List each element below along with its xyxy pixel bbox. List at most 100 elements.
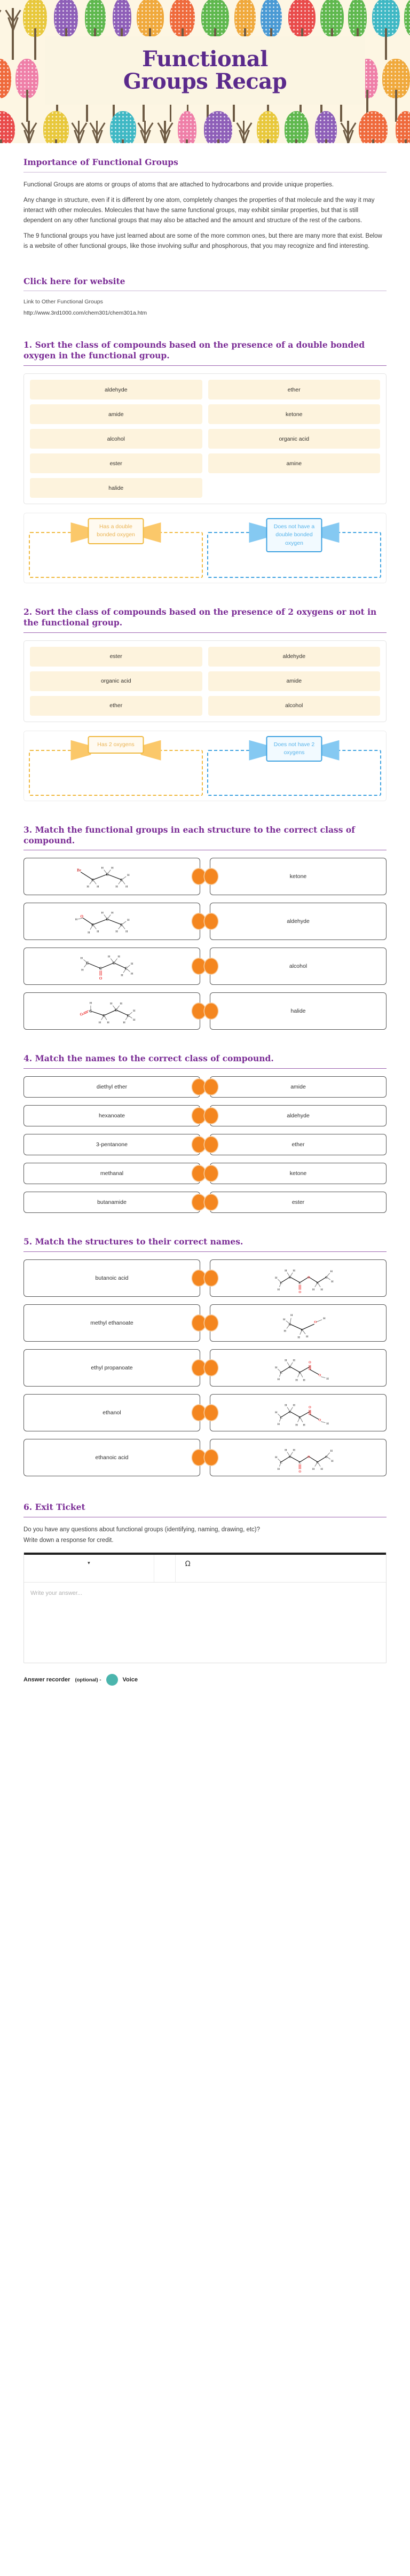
structure-card[interactable]: CCCOCCOHHHHHHHH	[204, 1439, 387, 1477]
sort-tile[interactable]: amide	[30, 404, 202, 425]
sort-tile[interactable]: organic acid	[30, 671, 202, 691]
q2-dropzone-no-2-oxygens[interactable]: Does not have 2 oxygens	[207, 735, 381, 796]
match-connector-dot[interactable]	[204, 1003, 218, 1019]
website-heading[interactable]: Click here for website	[23, 276, 125, 286]
sort-tile[interactable]: amine	[208, 453, 380, 474]
match-card[interactable]: methanal	[23, 1163, 206, 1185]
svg-text:H: H	[306, 1335, 309, 1338]
sort-tile[interactable]: amide	[208, 671, 380, 691]
font-select[interactable]: ▾	[24, 1555, 154, 1583]
tree-crown-icon	[284, 111, 309, 143]
match-connector-dot[interactable]	[204, 1405, 218, 1421]
microphone-icon[interactable]	[106, 1674, 118, 1686]
match-card[interactable]: diethyl ether	[23, 1076, 206, 1098]
structure-card[interactable]: CCCCOHHHHHHH	[23, 948, 206, 985]
match-connector-dot[interactable]	[192, 913, 206, 929]
match-card[interactable]: ketone	[204, 1163, 387, 1185]
match-card[interactable]: butanamide	[23, 1192, 206, 1213]
match-connector-dot[interactable]	[204, 1108, 218, 1124]
match-connector-dot[interactable]	[192, 1108, 206, 1124]
tree-trunk-icon	[299, 90, 302, 122]
svg-text:H: H	[75, 918, 77, 921]
q2-zone-left-droparea[interactable]	[29, 749, 203, 796]
match-card-label: ketone	[289, 1170, 307, 1177]
structure-card[interactable]: CCCCOHHHHHHHH	[23, 992, 206, 1030]
website-url[interactable]: http://www.3rd1000.com/chem301/chem301a.…	[23, 310, 147, 317]
match-connector-dot[interactable]	[204, 1450, 218, 1466]
svg-text:C: C	[316, 1281, 318, 1285]
match-card[interactable]: 3-pentanone	[23, 1134, 206, 1156]
match-connector-dot[interactable]	[192, 1165, 206, 1181]
q2-dropzone-has-2-oxygens[interactable]: Has 2 oxygens	[29, 735, 203, 796]
sort-tile[interactable]: ether	[208, 380, 380, 400]
svg-text:H: H	[275, 1411, 278, 1414]
match-connector-dot[interactable]	[192, 1405, 206, 1421]
match-card[interactable]: methyl ethanoate	[23, 1304, 206, 1342]
svg-text:C: C	[288, 1276, 290, 1280]
match-card[interactable]: butanoic acid	[23, 1259, 206, 1297]
sort-tile[interactable]: aldehyde	[30, 380, 202, 400]
sort-tile[interactable]: halide	[30, 478, 202, 498]
sort-tile[interactable]: alcohol	[30, 429, 202, 449]
q1-dropzone-has-double-bonded-oxygen[interactable]: Has a double bonded oxygen	[29, 518, 203, 578]
svg-text:H: H	[275, 1277, 278, 1280]
q5-match-panel: butanoic acidCCCOCCOHHHHHHHH methyl ethan…	[23, 1259, 387, 1477]
structure-card[interactable]: BrCCCHHHHHHH	[23, 858, 206, 896]
match-connector-dot[interactable]	[204, 1270, 218, 1286]
svg-text:H: H	[110, 1003, 113, 1006]
sort-tile[interactable]: ketone	[208, 404, 380, 425]
match-card[interactable]: halide	[204, 992, 387, 1030]
match-connector-dot[interactable]	[204, 1360, 218, 1376]
match-connector-dot[interactable]	[204, 1079, 218, 1095]
insert-symbol-button[interactable]: Ω	[176, 1555, 386, 1582]
match-connector-dot[interactable]	[192, 1079, 206, 1095]
match-card[interactable]: ether	[204, 1134, 387, 1156]
sort-tile[interactable]: organic acid	[208, 429, 380, 449]
voice-label: Voice	[122, 1677, 138, 1684]
match-connector-dot[interactable]	[192, 868, 206, 884]
tree-trunk-icon	[384, 28, 387, 60]
match-card[interactable]: alcohol	[204, 948, 387, 985]
answer-textarea[interactable]: Write your answer...	[30, 1590, 82, 1597]
match-connector-dot[interactable]	[192, 1270, 206, 1286]
structure-card[interactable]: OHCCCHHHHHHH	[23, 903, 206, 941]
match-connector-dot[interactable]	[192, 1450, 206, 1466]
q1-dropzone-no-double-bonded-oxygen[interactable]: Does not have a double bonded oxygen	[207, 518, 381, 578]
match-connector-dot[interactable]	[192, 958, 206, 974]
structure-card[interactable]: CCCCOOHHHHHHH	[204, 1349, 387, 1387]
match-connector-dot[interactable]	[204, 1194, 218, 1210]
tree-icon	[71, 110, 88, 143]
match-connector-dot[interactable]	[192, 1360, 206, 1376]
structure-card[interactable]: CCCCOOHHHHHHH	[204, 1394, 387, 1432]
sort-tile[interactable]: ether	[30, 695, 202, 716]
match-connector-dot[interactable]	[204, 1137, 218, 1153]
match-card[interactable]: ethyl propanoate	[23, 1349, 206, 1387]
match-connector-dot[interactable]	[204, 913, 218, 929]
sort-tile[interactable]: ester	[30, 646, 202, 667]
match-card[interactable]: aldehyde	[204, 1105, 387, 1127]
match-connector-dot[interactable]	[204, 868, 218, 884]
match-card[interactable]: ethanoic acid	[23, 1439, 206, 1477]
q3-match-panel: BrCCCHHHHHHHketoneOHCCCHHHHHHHaldehydeCC…	[23, 858, 387, 1030]
match-card[interactable]: hexanoate	[23, 1105, 206, 1127]
svg-text:H: H	[123, 1021, 125, 1024]
match-connector-dot[interactable]	[192, 1003, 206, 1019]
match-card[interactable]: ketone	[204, 858, 387, 896]
match-connector-dot[interactable]	[204, 1315, 218, 1331]
sort-tile[interactable]: ester	[30, 453, 202, 474]
match-card[interactable]: aldehyde	[204, 903, 387, 941]
tree-icon	[112, 0, 131, 60]
match-card[interactable]: ester	[204, 1192, 387, 1213]
match-card[interactable]: amide	[204, 1076, 387, 1098]
match-connector-dot[interactable]	[192, 1137, 206, 1153]
match-connector-dot[interactable]	[204, 958, 218, 974]
match-connector-dot[interactable]	[192, 1315, 206, 1331]
sort-tile[interactable]: aldehyde	[208, 646, 380, 667]
structure-card[interactable]: CCCOCCOHHHHHHHH	[204, 1259, 387, 1297]
match-connector-dot[interactable]	[192, 1194, 206, 1210]
svg-text:H: H	[331, 1460, 334, 1463]
match-connector-dot[interactable]	[204, 1165, 218, 1181]
sort-tile[interactable]: alcohol	[208, 695, 380, 716]
match-card[interactable]: ethanol	[23, 1394, 206, 1432]
